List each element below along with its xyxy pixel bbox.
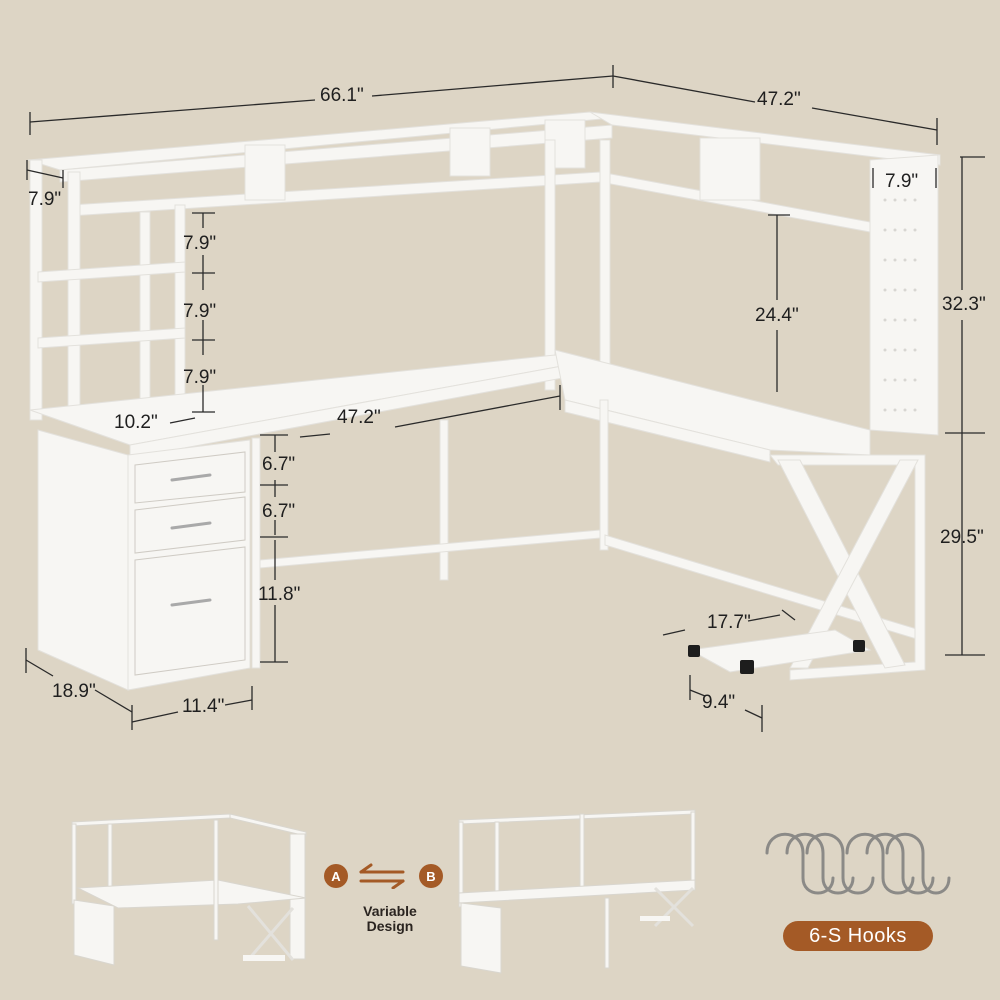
dim-drawer-1-height: 6.7" bbox=[262, 454, 296, 475]
dim-overall-width: 66.1" bbox=[320, 85, 364, 106]
dim-hutch-return-depth: 7.9" bbox=[885, 171, 919, 192]
dim-shelf-gap-2: 7.9" bbox=[183, 301, 217, 322]
dim-hutch-clearance: 24.4" bbox=[755, 305, 799, 326]
dim-desk-height: 29.5" bbox=[940, 527, 984, 548]
variant-b-thumbnail bbox=[458, 809, 696, 974]
variable-design-label: Variable Design bbox=[363, 903, 417, 934]
dim-shelf-depth: 10.2" bbox=[114, 412, 158, 433]
dim-desk-top-length: 47.2" bbox=[337, 407, 381, 428]
dim-drawer-3-height: 11.8" bbox=[258, 584, 301, 605]
dim-drawer-2-height: 6.7" bbox=[262, 501, 296, 522]
dim-return-length: 47.2" bbox=[757, 89, 801, 110]
dim-cpu-stand-width: 9.4" bbox=[702, 692, 736, 713]
dim-cabinet-width: 11.4" bbox=[182, 696, 225, 717]
s-hook-icon bbox=[765, 832, 951, 895]
option-a-badge: A bbox=[324, 864, 348, 888]
variant-a-thumbnail bbox=[71, 813, 307, 966]
dim-total-height-upper: 32.3" bbox=[942, 294, 986, 315]
swap-arrows-icon bbox=[359, 863, 405, 889]
s-hooks-badge: 6-S Hooks bbox=[783, 921, 933, 951]
dim-shelf-gap-1: 7.9" bbox=[183, 233, 217, 254]
dim-cabinet-depth: 18.9" bbox=[52, 681, 96, 702]
dim-cpu-stand-length: 17.7" bbox=[707, 612, 751, 633]
option-b-badge: B bbox=[419, 864, 443, 888]
dim-shelf-gap-3: 7.9" bbox=[183, 367, 217, 388]
dim-hutch-side-depth: 7.9" bbox=[28, 189, 62, 210]
